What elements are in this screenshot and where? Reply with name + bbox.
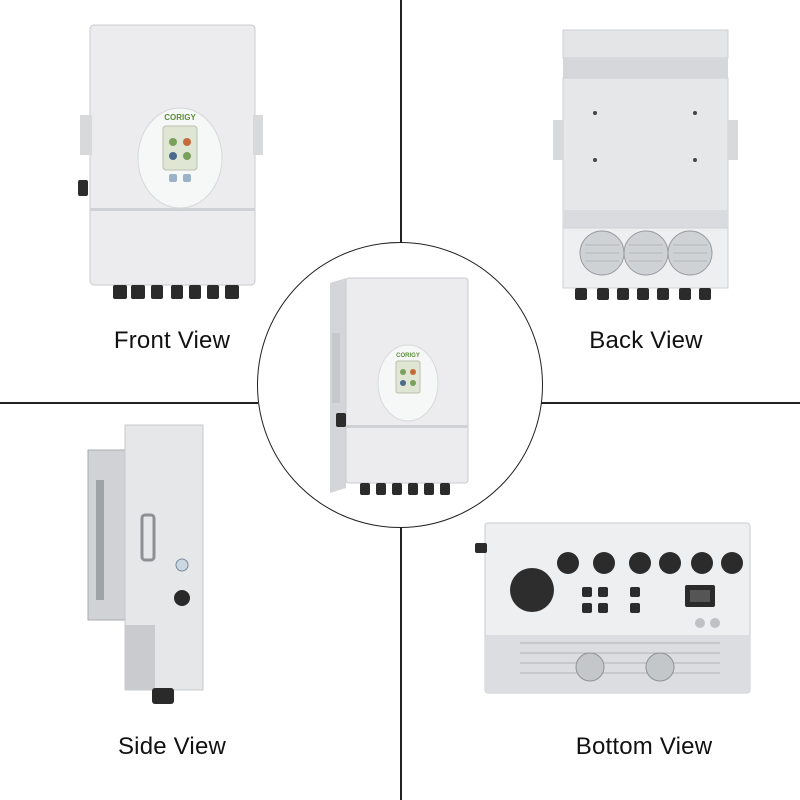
vertical-divider-top [400,0,402,262]
side-view-inverter-image [87,424,204,704]
vertical-divider-bottom [400,525,402,800]
center-perspective-view: CORIGY [257,242,543,528]
svg-text:CORIGY: CORIGY [396,353,420,359]
bottom-view-inverter-image [475,522,751,694]
side-view-caption: Side View [117,733,227,760]
back-view-caption: Back View [589,327,703,354]
horizontal-divider-left [0,402,258,404]
svg-text:CORIGY: CORIGY [164,113,196,122]
front-view-caption: Front View [113,327,231,354]
front-view-inverter-image: CORIGY [78,24,263,299]
horizontal-divider-right [541,402,800,404]
bottom-view-caption: Bottom View [575,733,713,760]
perspective-inverter-image: CORIGY [330,277,469,495]
back-view-inverter-image [553,29,738,300]
